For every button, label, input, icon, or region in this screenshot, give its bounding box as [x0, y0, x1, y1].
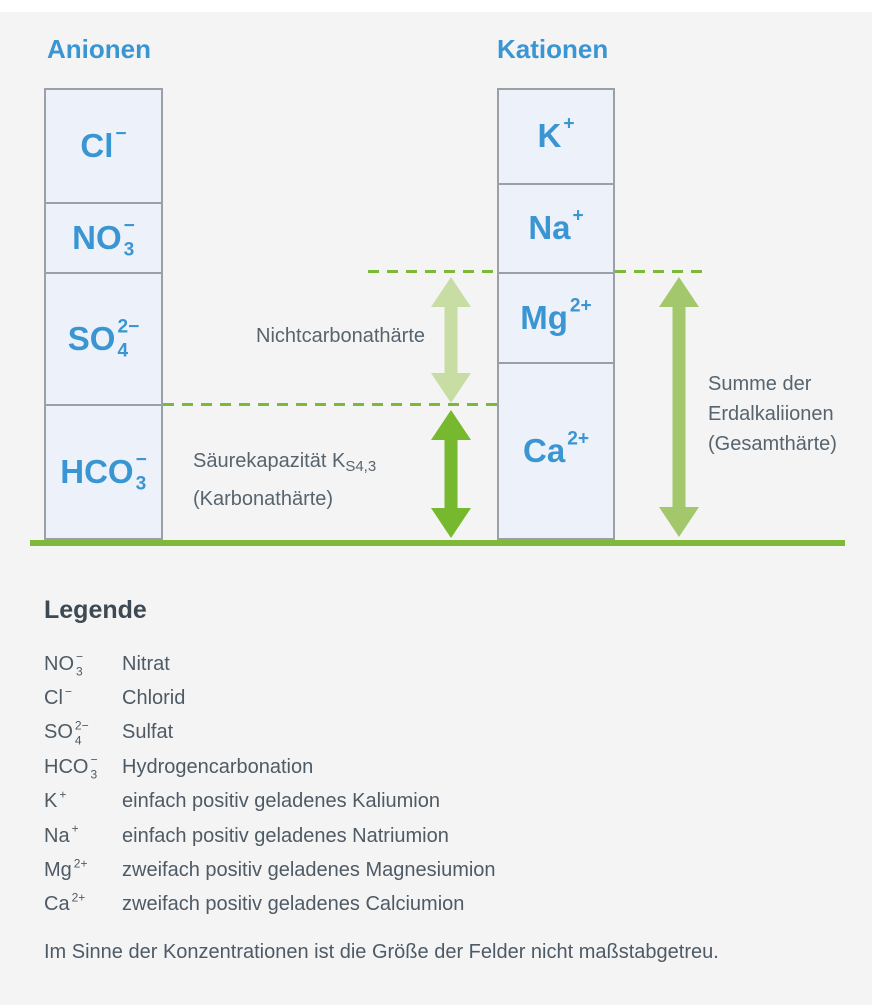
anion-segment-hydrogencarbonate: HCO−3 — [60, 449, 147, 495]
non-carbonate-hardness-label: Nichtcarbonathärte — [256, 325, 425, 347]
alkaline-earth-sum-label: Summe der Erdalkaliionen (Gesamthärte) — [708, 373, 837, 455]
legend-label: zweifach positiv geladenes Magnesiumion — [122, 859, 496, 882]
top-white-strip — [0, 0, 872, 12]
legend-row-sodium: Na+ einfach positiv geladenes Natriumion — [44, 821, 449, 847]
legend-label: Nitrat — [122, 652, 170, 675]
legend-label: einfach positiv geladenes Natriumion — [122, 824, 449, 847]
legend-label: Sulfat — [122, 721, 174, 744]
legend-heading: Legende — [44, 596, 147, 624]
non-carbonate-hardness-arrow — [431, 277, 471, 403]
cation-segment-sodium: Na+ — [499, 185, 613, 274]
lower-dashed-guide-line — [163, 403, 497, 406]
scale-disclaimer-note: Im Sinne der Konzentrationen ist die Grö… — [44, 941, 719, 963]
legend-row-chloride: Cl− Chlorid — [44, 684, 186, 710]
legend-row-potassium: K+ einfach positiv geladenes Kaliumion — [44, 787, 440, 813]
carbonate-hardness-arrow — [431, 410, 471, 538]
legend-label: Chlorid — [122, 687, 186, 710]
legend-label: Hydrogencarbonation — [122, 755, 314, 778]
total-hardness-arrow — [659, 277, 699, 537]
cations-title: Kationen — [497, 34, 609, 64]
cation-segment-potassium: K+ — [499, 90, 613, 185]
acid-capacity-line2: (Karbonathärte) — [193, 488, 334, 510]
legend-label: zweifach positiv geladenes Calciumion — [122, 893, 465, 916]
anion-segment-chloride: Cl− — [46, 90, 161, 204]
legend-row-hydrogencarbonate: HCO−3 Hydrogencarbonation — [44, 752, 314, 782]
anion-segment-nitrate: NO−3 — [46, 204, 161, 274]
legend-row-nitrate: NO−3 Nitrat — [44, 649, 170, 679]
legend-label: einfach positiv geladenes Kaliumion — [122, 790, 440, 813]
acid-capacity-line1: Säurekapazität KS4,3 — [193, 450, 377, 475]
ground-baseline — [30, 540, 845, 546]
acid-capacity-label: Säurekapazität KS4,3 (Karbonathärte) — [193, 445, 376, 516]
anions-title: Anionen — [47, 34, 151, 64]
